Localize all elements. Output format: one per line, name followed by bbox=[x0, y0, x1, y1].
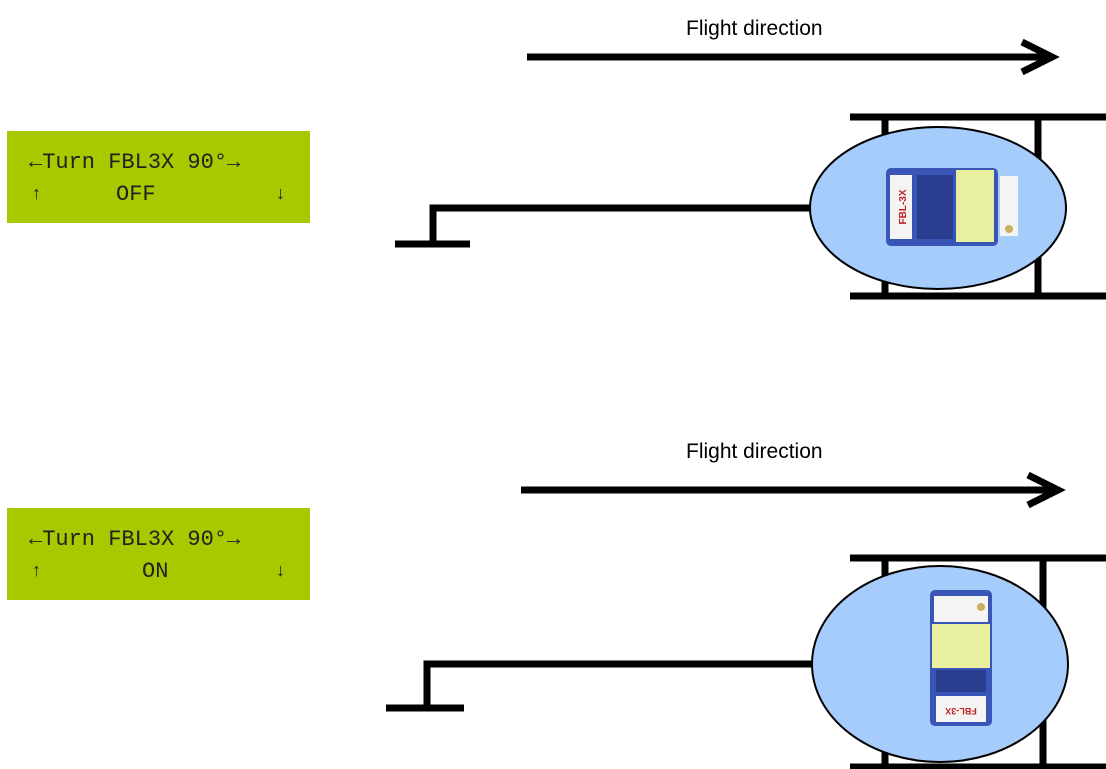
flight-direction-label: Flight direction bbox=[686, 17, 823, 40]
flight-direction-arrow-icon bbox=[527, 38, 1060, 76]
down-arrow-icon: ↓ bbox=[275, 185, 286, 205]
flight-direction-label: Flight direction bbox=[686, 440, 823, 463]
lcd-display-off: ←Turn FBL3X 90°→ ↑ OFF ↓ bbox=[7, 131, 310, 223]
lcd-line-1: ←Turn FBL3X 90°→ bbox=[29, 150, 241, 175]
down-arrow-icon: ↓ bbox=[275, 562, 286, 582]
lcd-display-on: ←Turn FBL3X 90°→ ↑ ON ↓ bbox=[7, 508, 310, 600]
lcd-state: ON bbox=[142, 559, 169, 584]
tail-boom bbox=[395, 204, 810, 248]
diagram-panel-on: Flight direction ←Turn FBL3X 90°→ ↑ ON ↓ bbox=[0, 384, 1106, 769]
svg-text:FBL-3X: FBL-3X bbox=[898, 189, 909, 224]
fbl-module-icon: FBL-3X bbox=[930, 590, 992, 726]
svg-text:FBL-3X: FBL-3X bbox=[945, 706, 977, 716]
diagram-panel-off: Flight direction ←Turn FBL3X 90°→ ↑ OFF … bbox=[0, 0, 1106, 384]
up-arrow-icon: ↑ bbox=[31, 562, 42, 582]
fbl-module-icon: FBL-3X bbox=[886, 168, 1018, 246]
tail-boom bbox=[386, 660, 812, 712]
up-arrow-icon: ↑ bbox=[31, 185, 42, 205]
helicopter-diagram-on: FBL-3X bbox=[386, 471, 1106, 769]
lcd-line-1: ←Turn FBL3X 90°→ bbox=[29, 527, 241, 552]
helicopter-diagram-off: FBL-3X bbox=[395, 38, 1106, 300]
flight-direction-arrow-icon bbox=[521, 471, 1066, 509]
lcd-state: OFF bbox=[116, 182, 156, 207]
